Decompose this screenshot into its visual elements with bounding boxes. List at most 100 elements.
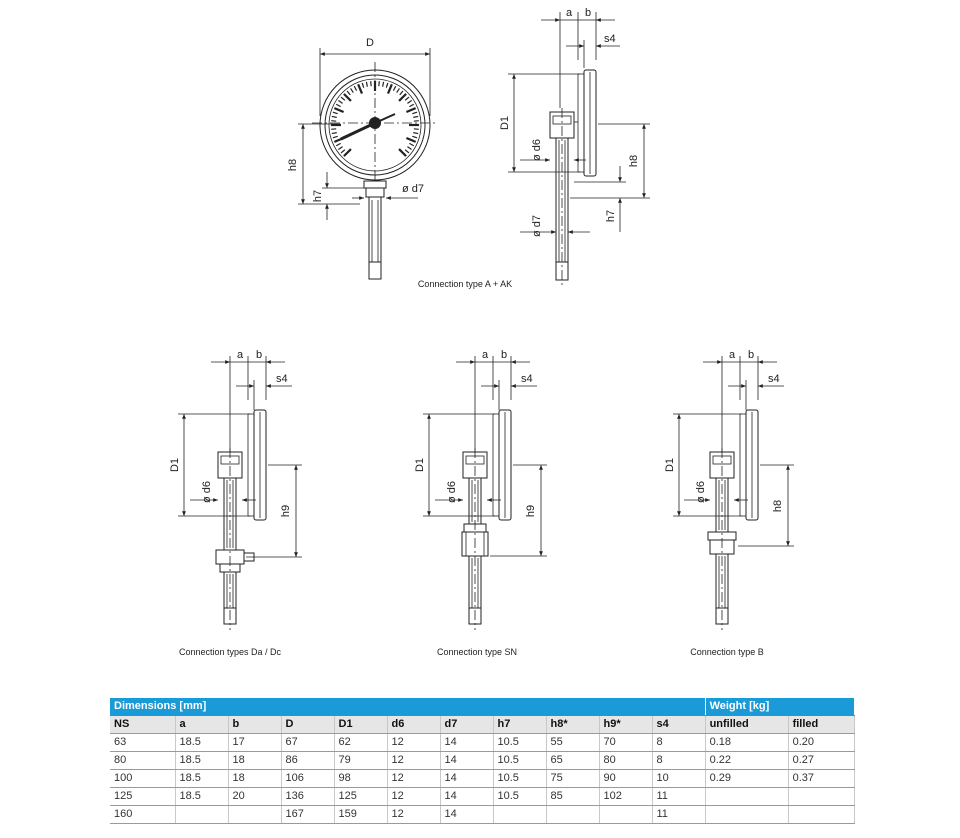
dial-tick [332, 111, 338, 115]
table-cell: 18.5 [175, 733, 229, 752]
dial-tick [361, 82, 365, 88]
dial-tick [350, 88, 354, 93]
dial-tick [392, 85, 397, 91]
table-cell: 14 [440, 733, 494, 752]
caption-b: Connection type B [690, 647, 764, 657]
table-cell: 80 [599, 751, 653, 770]
table-cell: 18.5 [175, 787, 229, 806]
label-d6: ø d6 [446, 481, 458, 503]
dial-tick [331, 132, 337, 135]
label-d7: ø d7 [531, 215, 543, 237]
table-cell: 10.5 [493, 769, 547, 788]
dial-tick [409, 142, 415, 147]
dial-tick [365, 81, 368, 87]
dimensions-group-header: Dimensions [mm] [110, 698, 706, 716]
weight-group-header: Weight [kg] [705, 698, 855, 716]
table-cell: 67 [281, 733, 335, 752]
column-header: h8* [546, 715, 600, 734]
table-cell: 14 [440, 805, 494, 824]
label-h8: h8 [287, 159, 299, 171]
caption-a-ak: Connection type A + AK [418, 279, 512, 289]
label-a: a [729, 349, 736, 361]
table-cell: 65 [546, 751, 600, 770]
dial-tick [343, 148, 352, 157]
dial-tick [385, 82, 389, 88]
table-group-header: Dimensions [mm] Weight [kg] [110, 698, 855, 716]
label-D1: D1 [499, 116, 511, 130]
side-view-a-ak: a b s4 D1 ø d6 h8 [418, 7, 650, 289]
table-cell: 17 [228, 733, 282, 752]
table-cell: 75 [546, 769, 600, 788]
table-cell: 18.5 [175, 751, 229, 770]
column-header: D [281, 715, 335, 734]
table-cell [228, 805, 282, 824]
table-cell: 106 [281, 769, 335, 788]
label-s4: s4 [276, 373, 288, 385]
label-D: D [366, 37, 374, 49]
dial-tick [340, 149, 346, 154]
table-cell: 160 [110, 805, 176, 824]
technical-drawing: D h8 h7 ø d7 [169, 7, 794, 657]
table-cell [788, 787, 855, 806]
table-cell: 55 [546, 733, 600, 752]
dial-tick [413, 115, 419, 118]
column-header: s4 [652, 715, 706, 734]
dial-tick [413, 132, 419, 135]
side-view-sn: a b s4 D1 ø d6 h9 [414, 349, 547, 657]
column-header: a [175, 715, 229, 734]
dial-tick [405, 107, 417, 114]
label-h8: h8 [772, 500, 784, 512]
label-b: b [501, 349, 507, 361]
label-d6: ø d6 [695, 481, 707, 503]
dial-tick [409, 103, 415, 108]
table-cell: 167 [281, 805, 335, 824]
table-cell: 14 [440, 787, 494, 806]
dial-tick [335, 142, 341, 147]
column-header: NS [110, 715, 176, 734]
table-cell: 20 [228, 787, 282, 806]
column-header: d6 [387, 715, 441, 734]
front-view-drawing: D h8 h7 ø d7 [287, 37, 438, 280]
label-s4: s4 [521, 373, 533, 385]
table-cell: 12 [387, 787, 441, 806]
table-cell: 10.5 [493, 787, 547, 806]
side-view-b: a b s4 D1 ø d6 h8 Connection [664, 349, 794, 657]
table-cell: 100 [110, 769, 176, 788]
table-cell [175, 805, 229, 824]
table-cell [705, 805, 789, 824]
table-cell: 0.29 [705, 769, 789, 788]
table-cell: 90 [599, 769, 653, 788]
column-header: h7 [493, 715, 547, 734]
table-cell: 11 [652, 805, 706, 824]
label-d6: ø d6 [531, 139, 543, 161]
column-header: h9* [599, 715, 653, 734]
table-cell: 10 [652, 769, 706, 788]
label-a: a [566, 7, 573, 19]
label-s4: s4 [604, 33, 616, 45]
label-h7: h7 [312, 190, 324, 202]
dial-tick [404, 149, 410, 154]
dial-tick [396, 88, 400, 93]
dial-tick [386, 83, 393, 95]
table-cell: 14 [440, 751, 494, 770]
table-cell [788, 805, 855, 824]
label-D1: D1 [664, 458, 676, 472]
column-header: d7 [440, 715, 494, 734]
table-cell: 10.5 [493, 751, 547, 770]
dial-tick [412, 135, 418, 139]
table-cell: 11 [652, 787, 706, 806]
dial-tick [346, 90, 351, 96]
table-cell: 79 [334, 751, 388, 770]
table-cell: 12 [387, 805, 441, 824]
table-cell [493, 805, 547, 824]
dial-tick [407, 146, 412, 150]
label-b: b [748, 349, 754, 361]
table-cell: 12 [387, 751, 441, 770]
table-cell: 86 [281, 751, 335, 770]
table-cell: 125 [334, 787, 388, 806]
table-cell: 0.18 [705, 733, 789, 752]
dial-tick [398, 93, 407, 102]
